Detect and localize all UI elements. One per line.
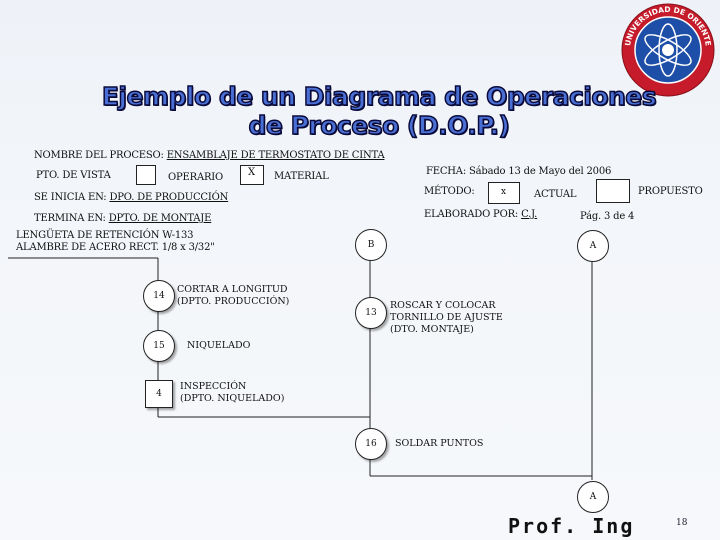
operator-box: X — [240, 165, 264, 185]
operation-16-number: 16 — [365, 439, 377, 449]
page-indicator: Pág. 3 de 4 — [580, 211, 635, 222]
view-point-label: PTO. DE VISTA — [36, 170, 111, 181]
operation-16-text-1: SOLDAR PUNTOS — [395, 438, 484, 449]
operation-13-text-3: (DTO. MONTAJE) — [390, 324, 474, 335]
proposed-box — [596, 179, 630, 203]
ends-value: DPTO. DE MONTAJE — [108, 213, 212, 224]
operation-14-label: CORTAR A LONGITUD (DPTO. PRODUCCIÓN) — [177, 284, 289, 308]
inspection-4-text-1: INSPECCIÓN — [180, 381, 247, 392]
connector-b-top: B — [355, 229, 387, 261]
connector-b-label: B — [367, 240, 375, 250]
ends-in: TERMINA EN: DPTO. DE MONTAJE — [34, 213, 211, 224]
method-box: x — [488, 182, 520, 204]
made-by-label: ELABORADO POR: — [424, 209, 519, 220]
operator-mark: X — [248, 167, 256, 178]
process-name: NOMBRE DEL PROCESO: ENSAMBLAJE DE TERMOS… — [34, 150, 385, 161]
made-by: ELABORADO POR: C.J. — [424, 209, 537, 220]
operation-13-text-2: TORNILLO DE AJUSTE — [390, 312, 503, 323]
date-text: FECHA: Sábado 13 de Mayo del 2006 — [426, 166, 612, 177]
proposed-label: PROPUESTO — [638, 186, 703, 197]
university-logo: UNIVERSIDAD DE ORIENTE — [621, 3, 715, 97]
starts-in: SE INICIA EN: DPO. DE PRODUCCIÓN — [34, 192, 228, 203]
view-point-box — [136, 165, 156, 185]
connector-a-bottom-label: A — [589, 492, 597, 502]
process-label: NOMBRE DEL PROCESO: — [34, 150, 164, 161]
operation-15-number: 15 — [153, 341, 165, 351]
material-label: MATERIAL — [274, 171, 329, 182]
material-line-1: LENGÜETA DE RETENCIÓN W-133 — [16, 230, 194, 241]
process-value: ENSAMBLAJE DE TERMOSTATO DE CINTA — [166, 150, 385, 161]
page-title: Ejemplo de un Diagrama de Operaciones de… — [101, 81, 657, 141]
inspection-4-text-2: (DPTO. NIQUELADO) — [180, 393, 285, 404]
method-label: MÉTODO: — [424, 186, 475, 197]
starts-value: DPO. DE PRODUCCIÓN — [109, 192, 229, 203]
starts-label: SE INICIA EN: — [34, 192, 107, 203]
operation-14-text-1: CORTAR A LONGITUD — [177, 284, 288, 295]
method-mark: x — [501, 187, 507, 197]
operation-13-label: ROSCAR Y COLOCAR TORNILLO DE AJUSTE (DTO… — [390, 300, 503, 336]
operation-13-text-1: ROSCAR Y COLOCAR — [390, 300, 496, 311]
connector-a-top: A — [577, 230, 609, 262]
operation-14-text-2: (DPTO. PRODUCCIÓN) — [177, 296, 290, 307]
operation-13-number: 13 — [365, 308, 377, 318]
connector-a-bottom: A — [577, 481, 609, 513]
footer-signature: Prof. Ing — [508, 514, 635, 538]
operation-15-text-1: NIQUELADO — [187, 340, 251, 351]
inspection-4: 4 — [145, 380, 173, 408]
operation-14: 14 — [143, 280, 175, 312]
operator-label: OPERARIO — [168, 172, 224, 183]
operation-16: 16 — [355, 428, 387, 460]
slide-number: 18 — [676, 518, 688, 528]
operation-13: 13 — [355, 297, 387, 329]
operation-15: 15 — [143, 330, 175, 362]
connector-a-top-label: A — [589, 241, 597, 251]
inspection-4-number: 4 — [156, 389, 162, 399]
actual-label: ACTUAL — [534, 189, 577, 200]
material-line-2: ALAMBRE DE ACERO RECT. 1/8 x 3/32" — [16, 242, 215, 253]
operation-15-label: NIQUELADO — [187, 340, 250, 352]
operation-14-number: 14 — [153, 291, 165, 301]
operation-16-label: SOLDAR PUNTOS — [395, 438, 483, 450]
ends-label: TERMINA EN: — [34, 213, 106, 224]
made-by-value: C.J. — [521, 209, 538, 220]
inspection-4-label: INSPECCIÓN (DPTO. NIQUELADO) — [180, 381, 284, 405]
